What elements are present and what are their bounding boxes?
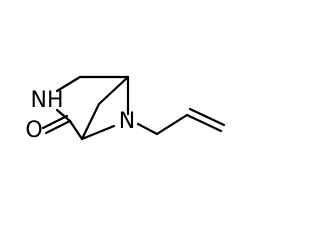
bond-nh-to-carbonyl-carbon <box>55 108 72 123</box>
bond-inner-ch2-to-left-bridgehead <box>80 102 101 141</box>
molecular-structure: NH O N <box>25 75 226 143</box>
bond-left-bridgehead-to-bridge-n <box>80 124 116 141</box>
carbonyl-double-bond-b <box>41 114 69 130</box>
bridge-nitrogen-label: N <box>119 109 135 134</box>
carbonyl-double-bond-a <box>44 119 72 135</box>
carbonyl-oxygen-label: O <box>25 118 42 143</box>
bond-allyl-ch2-to-alkene-ch <box>155 113 189 136</box>
amide-nitrogen-label: NH <box>31 88 64 113</box>
structure-canvas: NH O N <box>25 75 226 143</box>
bond-carbonyl-carbon-to-left-bridgehead <box>68 119 84 141</box>
bond-bridge-n-to-allyl-ch2 <box>136 122 159 136</box>
bond-right-bridgehead-to-inner-ch2 <box>97 75 130 106</box>
alkene-double-bond-b <box>188 107 226 127</box>
alkene-double-bond-a <box>185 113 223 133</box>
bond-n-to-upper-ch2 <box>55 75 82 93</box>
